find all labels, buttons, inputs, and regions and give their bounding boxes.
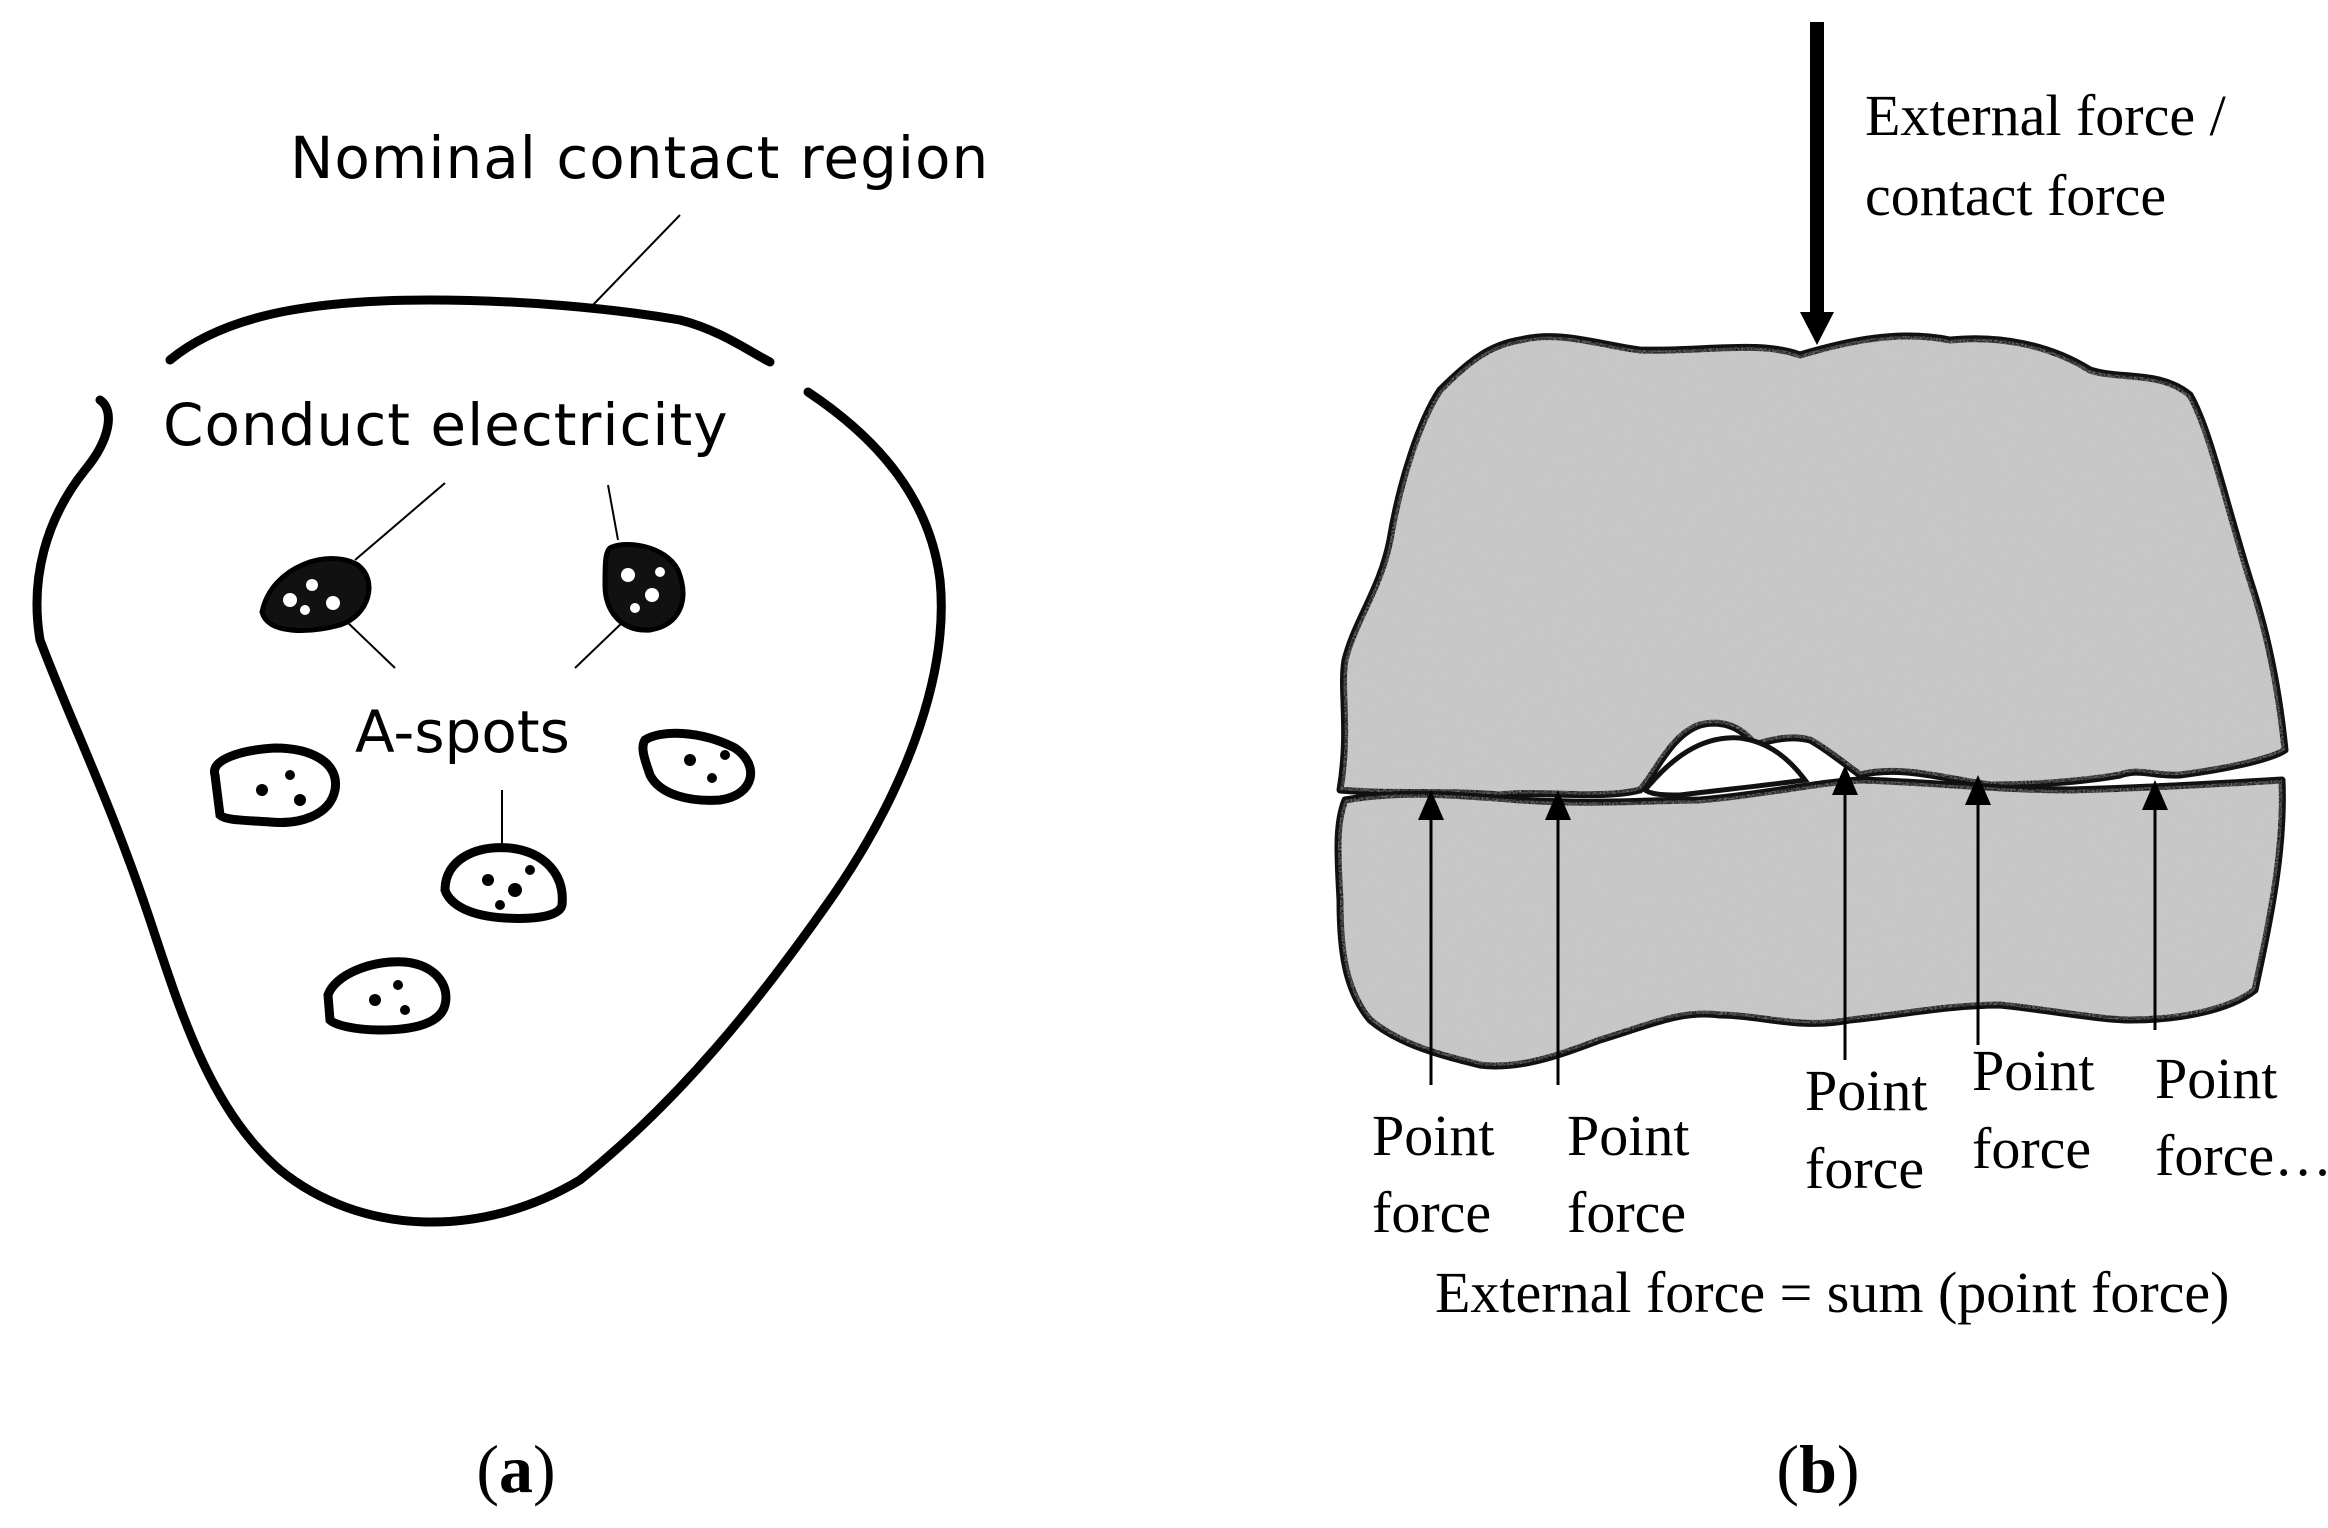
a-spot-conducting-1 [259,556,372,634]
contact-gap [1641,735,1810,798]
nominal-contact-region-outline [165,295,775,367]
point-force-label-4-line1: Point [1972,1038,2095,1103]
a-spot-conducting-2 [602,542,686,633]
external-force-sum-label: External force = sum (point force) [1435,1260,2229,1325]
panel-b-caption: (b) [1776,1431,1859,1507]
point-force-label-1-line2: force [1372,1180,1491,1245]
point-force-label-1: Point force [1372,1103,1495,1245]
panel-b-caption-letter: b [1799,1431,1837,1507]
aspots-leader-line-left [344,619,396,669]
a-spot-1 [210,743,340,828]
point-force-label-5-line1: Point [2155,1046,2278,1111]
panel-a-caption: (a) [476,1431,555,1507]
nominal-contact-region-outline-lower [32,387,946,1227]
nominal-contact-region-label: Nominal contact region [290,124,989,192]
panel-b: External force / contact force Point for… [1334,22,2328,1507]
panel-a: Nominal contact region Conduct electrici… [32,124,989,1507]
point-force-label-3: Point force [1805,1058,1928,1201]
point-force-label-2-line2: force [1567,1180,1686,1245]
a-spots-label: A-spots [355,698,570,766]
point-force-label-5: Point force… [2155,1046,2328,1188]
point-force-arrows [1418,765,2168,1085]
point-force-label-2: Point force [1567,1103,1690,1245]
conduct-electricity-label: Conduct electricity [163,391,729,459]
point-force-label-2-line1: Point [1567,1103,1690,1168]
aspots-leader-line-right [574,619,626,669]
point-force-label-1-line1: Point [1372,1103,1495,1168]
point-force-label-4-line2: force [1972,1116,2091,1181]
a-spot-2 [638,728,756,805]
external-force-label-line2: contact force [1865,163,2166,228]
point-force-label-3-line1: Point [1805,1058,1928,1123]
point-force-label-4: Point force [1972,1038,2095,1181]
external-force-label-line1: External force / [1865,83,2227,148]
conduct-leader-line-left [354,482,446,561]
panel-a-caption-letter: a [499,1431,533,1507]
external-force-arrowhead [1800,312,1834,345]
a-spot-3 [440,843,567,923]
point-force-label-3-line2: force [1805,1136,1924,1201]
conduct-leader-line-right [607,484,619,541]
point-force-label-5-line2: force… [2155,1123,2328,1188]
nominal-leader-line [589,214,681,309]
a-spot-4 [323,957,451,1035]
